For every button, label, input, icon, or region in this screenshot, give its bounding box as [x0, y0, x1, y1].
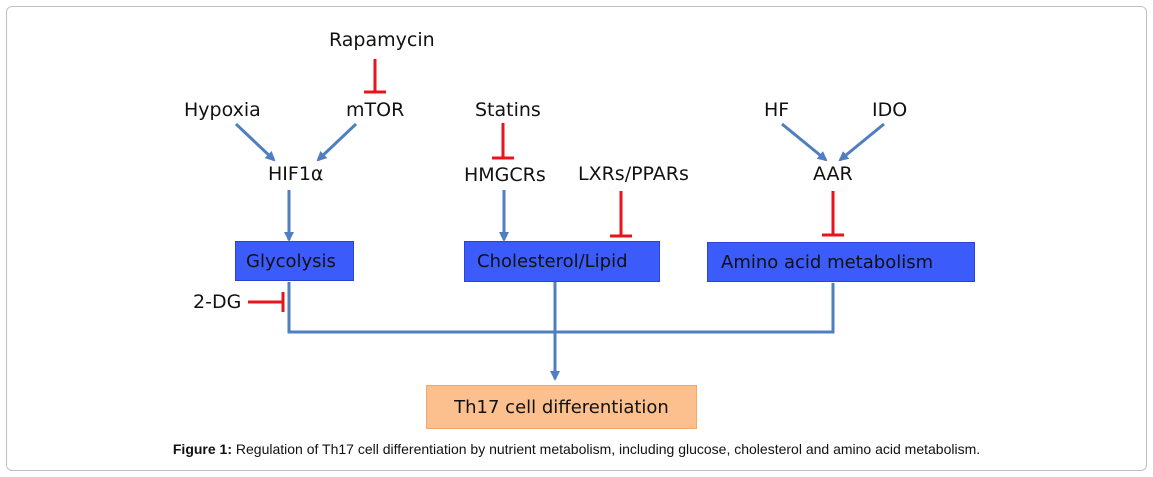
box-th17-label: Th17 cell differentiation: [454, 396, 669, 418]
ido-to-aar-arrow: [838, 122, 885, 162]
caption-text: Regulation of Th17 cell differentiation …: [232, 441, 981, 457]
figure-caption: Figure 1: Regulation of Th17 cell differ…: [0, 441, 1153, 457]
hf-to-aar-arrow: [781, 122, 828, 162]
label-aar: AAR: [813, 163, 853, 185]
box-th17-differentiation: Th17 cell differentiation: [426, 385, 697, 429]
label-rapamycin: Rapamycin: [329, 29, 435, 51]
box-cholesterol-lipid-label: Cholesterol/Lipid: [477, 251, 628, 272]
label-statins: Statins: [475, 99, 541, 121]
mtor-to-hif1a-arrow: [316, 122, 358, 162]
statins-inhibit-hmgcrs: [492, 123, 514, 160]
box-glycolysis: Glycolysis: [235, 241, 354, 281]
caption-prefix: Figure 1:: [172, 441, 232, 457]
figure-frame: [6, 6, 1147, 471]
label-hf: HF: [764, 99, 790, 121]
label-hmgcrs: HMGCRs: [464, 164, 546, 186]
box-glycolysis-label: Glycolysis: [246, 250, 336, 272]
label-hif1a: HIF1α: [268, 163, 324, 185]
2dg-inhibits-glycolysis: [248, 292, 285, 312]
box-amino-acid-metabolism: Amino acid metabolism: [707, 242, 975, 282]
box-amino-acid-label: Amino acid metabolism: [721, 251, 934, 273]
lxrs-inhibit-cholesterol: [610, 191, 632, 238]
label-ido: IDO: [872, 99, 908, 121]
label-hypoxia: Hypoxia: [184, 99, 261, 121]
aar-inhibits-amino-acid: [822, 191, 844, 237]
glycolysis-merge-line: [287, 282, 835, 334]
label-mtor: mTOR: [346, 99, 405, 121]
rapamycin-inhibits-mtor: [364, 59, 386, 94]
hypoxia-to-hif1a-arrow: [234, 122, 276, 162]
label-2dg: 2-DG: [193, 291, 242, 313]
box-cholesterol-lipid: Cholesterol/Lipid: [464, 241, 660, 282]
label-lxrs-ppars: LXRs/PPARs: [578, 163, 689, 185]
